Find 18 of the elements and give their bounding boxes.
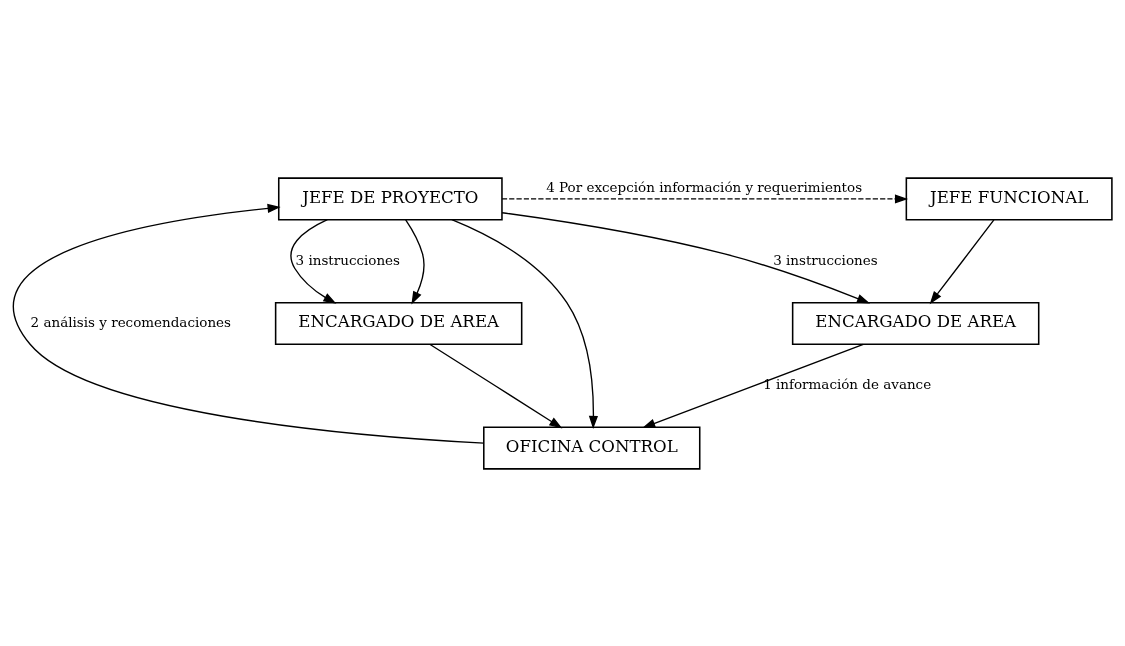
arrow — [501, 211, 871, 303]
arrow — [929, 218, 995, 304]
arrow — [405, 218, 425, 304]
node-box: ENCARGADO DE AREA — [791, 301, 1040, 345]
edge-label: 4 Por excepción información y requerimientos — [546, 178, 863, 195]
arrow — [642, 343, 864, 428]
node-box: OFICINA CONTROL — [483, 426, 701, 470]
node-box: JEFE FUNCIONAL — [905, 176, 1113, 220]
arrow — [501, 193, 909, 203]
arrow — [451, 218, 598, 429]
arrow — [290, 218, 337, 304]
edge-label: 2 análisis y recomendaciones — [30, 313, 231, 330]
edge-label: 3 instrucciones — [295, 251, 401, 268]
node-box: ENCARGADO DE AREA — [274, 301, 523, 345]
edge-label: 3 instrucciones — [773, 251, 878, 268]
node-box: JEFE DE PROYECTO — [277, 176, 503, 220]
arrow — [12, 203, 485, 444]
arrow — [429, 343, 563, 428]
